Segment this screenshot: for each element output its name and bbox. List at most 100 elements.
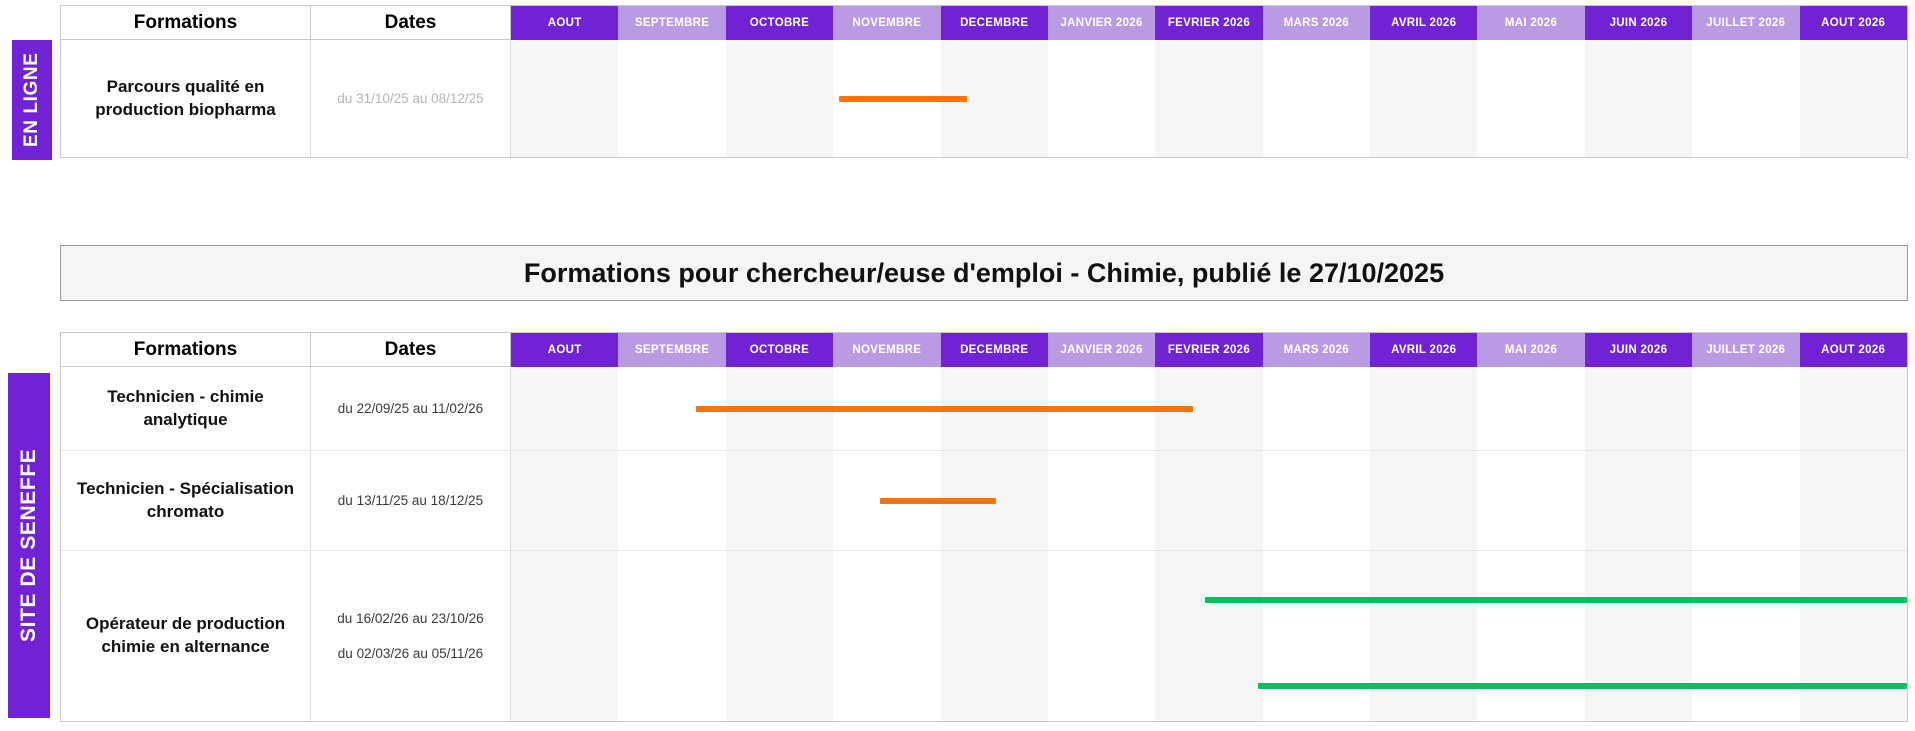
month-grid-column [725,551,834,721]
month-header-juin-2026: JUIN 2026 [1584,333,1693,367]
month-grid-column [1047,40,1156,157]
month-grid-column [1370,367,1478,450]
month-grid-column [1047,451,1156,550]
month-header-octobre: OCTOBRE [725,333,834,367]
site-tag-en-ligne: EN LIGNE [12,40,52,160]
month-grid-column [1370,40,1478,157]
month-header-aout-2026: AOUT 2026 [1799,333,1907,367]
cell-formation-name: Technicien - chimie analytique [61,367,311,450]
month-header-juin-2026: JUIN 2026 [1584,6,1693,40]
month-header-mai-2026: MAI 2026 [1477,6,1585,40]
month-header-decembre: DECEMBRE [940,333,1048,367]
month-grid-column [725,40,834,157]
date-range-text: du 22/09/25 au 11/02/26 [337,401,484,416]
month-header-novembre: NOVEMBRE [833,6,941,40]
month-grid [511,40,1907,157]
month-grid-column [1799,367,1907,450]
month-grid-column [1370,451,1478,550]
month-grid-column [618,451,726,550]
month-grid-column [1262,367,1370,450]
month-grid-column [1477,551,1585,721]
gantt-row: Technicien - Spécialisation chromato du 1… [61,451,1907,551]
column-header-formations: Formations [61,333,311,367]
month-header-mars-2026: MARS 2026 [1262,6,1370,40]
gantt-bar-orange [880,498,997,504]
date-range-text: du 13/11/25 au 18/12/25 [337,493,484,508]
month-grid-column [1370,551,1478,721]
month-grid-column [618,40,726,157]
cell-dates: du 31/10/25 au 08/12/25 [311,40,511,157]
month-header-mars-2026: MARS 2026 [1262,333,1370,367]
column-header-dates: Dates [311,6,511,40]
cell-dates: du 13/11/25 au 18/12/25 [311,451,511,550]
month-header-mai-2026: MAI 2026 [1477,333,1585,367]
gantt-row: Opérateur de production chimie en altern… [61,551,1907,721]
month-grid-column [1584,451,1693,550]
month-grid-column [1692,40,1800,157]
month-grid-column [1477,40,1585,157]
month-grid-column [511,451,619,550]
gantt-row: Technicien - chimie analytique du 22/09/2… [61,367,1907,451]
month-grid-column [1584,367,1693,450]
cell-formation-name: Opérateur de production chimie en altern… [61,551,311,721]
cell-formation-name: Parcours qualité en production biopharma [61,40,311,157]
month-grid-column [1262,451,1370,550]
site-tag-label: EN LIGNE [21,52,42,148]
gantt-bar-orange [838,95,968,102]
month-header-janvier-2026: JANVIER 2026 [1047,333,1156,367]
column-header-formations: Formations [61,6,311,40]
month-grid-column [511,367,619,450]
month-grid-column [1799,451,1907,550]
page-title: Formations pour chercheur/euse d'emploi … [523,257,1445,288]
month-grid-column [1692,451,1800,550]
month-header-octobre: OCTOBRE [725,6,834,40]
month-header-aout-2026: AOUT 2026 [1799,6,1907,40]
gantt-bar-green [1204,596,1907,603]
month-header-aout: AOUT [511,6,619,40]
month-grid-column [1155,551,1263,721]
month-grid-column [725,451,834,550]
month-header-juillet-2026: JUILLET 2026 [1692,333,1800,367]
month-header-septembre: SEPTEMBRE [618,6,726,40]
cell-dates: du 22/09/25 au 11/02/26 [311,367,511,450]
month-header-decembre: DECEMBRE [940,6,1048,40]
gantt-bar-green [1258,683,1907,690]
month-header-avril-2026: AVRIL 2026 [1370,333,1478,367]
month-grid [511,451,1907,550]
month-header-septembre: SEPTEMBRE [618,333,726,367]
month-header-avril-2026: AVRIL 2026 [1370,6,1478,40]
month-grid-column [1692,551,1800,721]
month-grid-column [1692,367,1800,450]
month-grid-column [511,551,619,721]
gantt-body-seneffe: Technicien - chimie analytique du 22/09/2… [61,367,1907,721]
month-header-novembre: NOVEMBRE [833,333,941,367]
month-header-janvier-2026: JANVIER 2026 [1047,6,1156,40]
month-grid-column [1477,451,1585,550]
site-tag-label: SITE DE SENEFFE [17,448,40,643]
month-grid-column [1584,40,1693,157]
month-grid-column [1799,551,1907,721]
cell-formation-name: Technicien - Spécialisation chromato [61,451,311,550]
month-grid-column [1155,451,1263,550]
site-tag-seneffe: SITE DE SENEFFE [8,373,50,718]
column-header-dates: Dates [311,333,511,367]
date-range-text: du 16/02/26 au 23/10/26 [337,611,484,626]
gantt-body-online: Parcours qualité en production biopharma… [61,40,1907,157]
month-grid-column [940,551,1048,721]
month-grid-column [511,40,619,157]
gantt-bar-orange [695,406,1193,412]
month-grid-column [618,551,726,721]
month-header-fevrier-2026: FEVRIER 2026 [1155,6,1263,40]
date-range-text: du 31/10/25 au 08/12/25 [337,91,484,106]
month-grid-column [1155,40,1263,157]
month-grid [511,551,1907,721]
month-grid-column [1477,367,1585,450]
month-grid-column [1799,40,1907,157]
